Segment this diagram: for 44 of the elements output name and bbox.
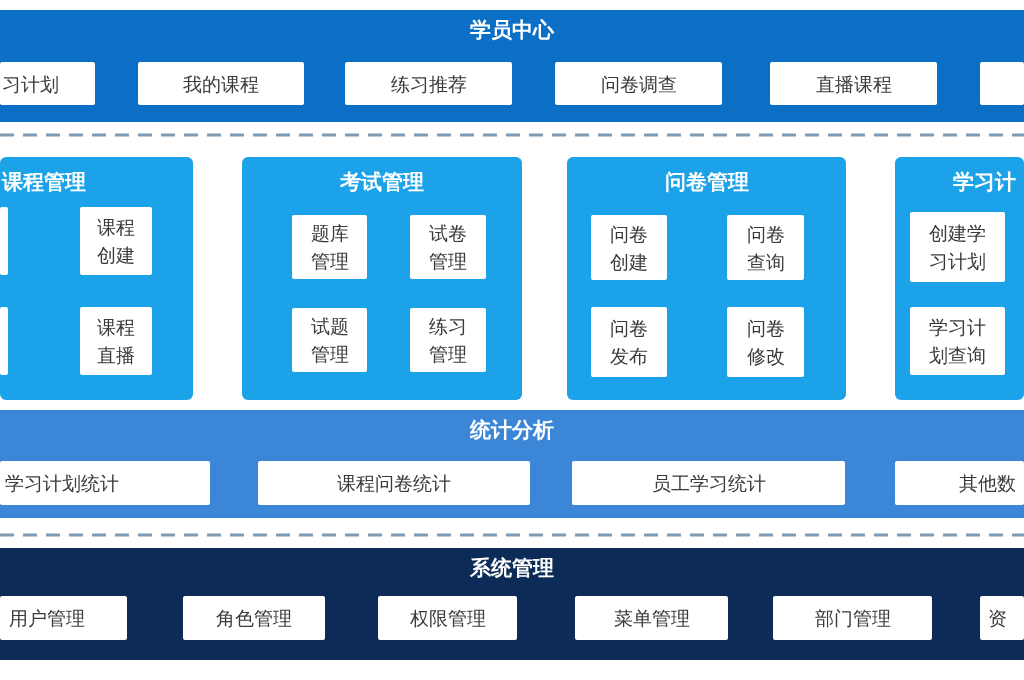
feature-item: 资 <box>980 596 1024 640</box>
feature-item: 创建学习计划 <box>910 212 1005 282</box>
feature-item: 部门管理 <box>773 596 932 640</box>
module-panel <box>567 157 846 400</box>
feature-item: 课程创建 <box>80 207 152 275</box>
feature-item: 课程直播 <box>80 307 152 375</box>
module-panel <box>0 157 193 400</box>
feature-item: 练习推荐 <box>345 62 512 105</box>
feature-item: 权限管理 <box>378 596 517 640</box>
feature-item: 问卷调查 <box>555 62 722 105</box>
feature-item: 习计划 <box>0 62 95 105</box>
feature-item: 问卷查询 <box>727 215 804 280</box>
band-title: 学员中心 <box>470 17 554 43</box>
feature-item: 问卷创建 <box>591 215 667 280</box>
band-title: 统计分析 <box>470 417 554 443</box>
feature-item: 问卷发布 <box>591 307 667 377</box>
feature-item: 题库管理 <box>292 215 367 279</box>
feature-item: 课程问卷统计 <box>258 461 530 505</box>
feature-item: 学习计划统计 <box>0 461 210 505</box>
layer-band <box>0 10 1024 122</box>
panel-title: 考试管理 <box>340 169 424 195</box>
feature-item: 问卷修改 <box>727 307 804 377</box>
module-panel <box>895 157 1024 400</box>
feature-item <box>980 62 1024 105</box>
feature-item: 学习计划查询 <box>910 307 1005 375</box>
feature-item: 角色管理 <box>183 596 325 640</box>
panel-title: 学习计 <box>953 169 1016 195</box>
band-title: 系统管理 <box>470 555 554 581</box>
panel-title: 问卷管理 <box>664 169 749 195</box>
layer-band <box>0 548 1024 660</box>
panel-title: 课程管理 <box>2 169 86 195</box>
feature-item <box>0 307 8 375</box>
feature-item: 试卷管理 <box>410 215 486 279</box>
module-panel <box>242 157 522 400</box>
feature-item: 练习管理 <box>410 308 486 372</box>
feature-item: 菜单管理 <box>575 596 728 640</box>
feature-item: 其他数 <box>895 461 1024 505</box>
feature-item: 用户管理 <box>0 596 127 640</box>
feature-item: 员工学习统计 <box>572 461 845 505</box>
feature-item <box>0 207 8 275</box>
feature-item: 我的课程 <box>138 62 304 105</box>
feature-item: 直播课程 <box>770 62 937 105</box>
layer-band <box>0 410 1024 518</box>
feature-item: 试题管理 <box>292 308 367 372</box>
